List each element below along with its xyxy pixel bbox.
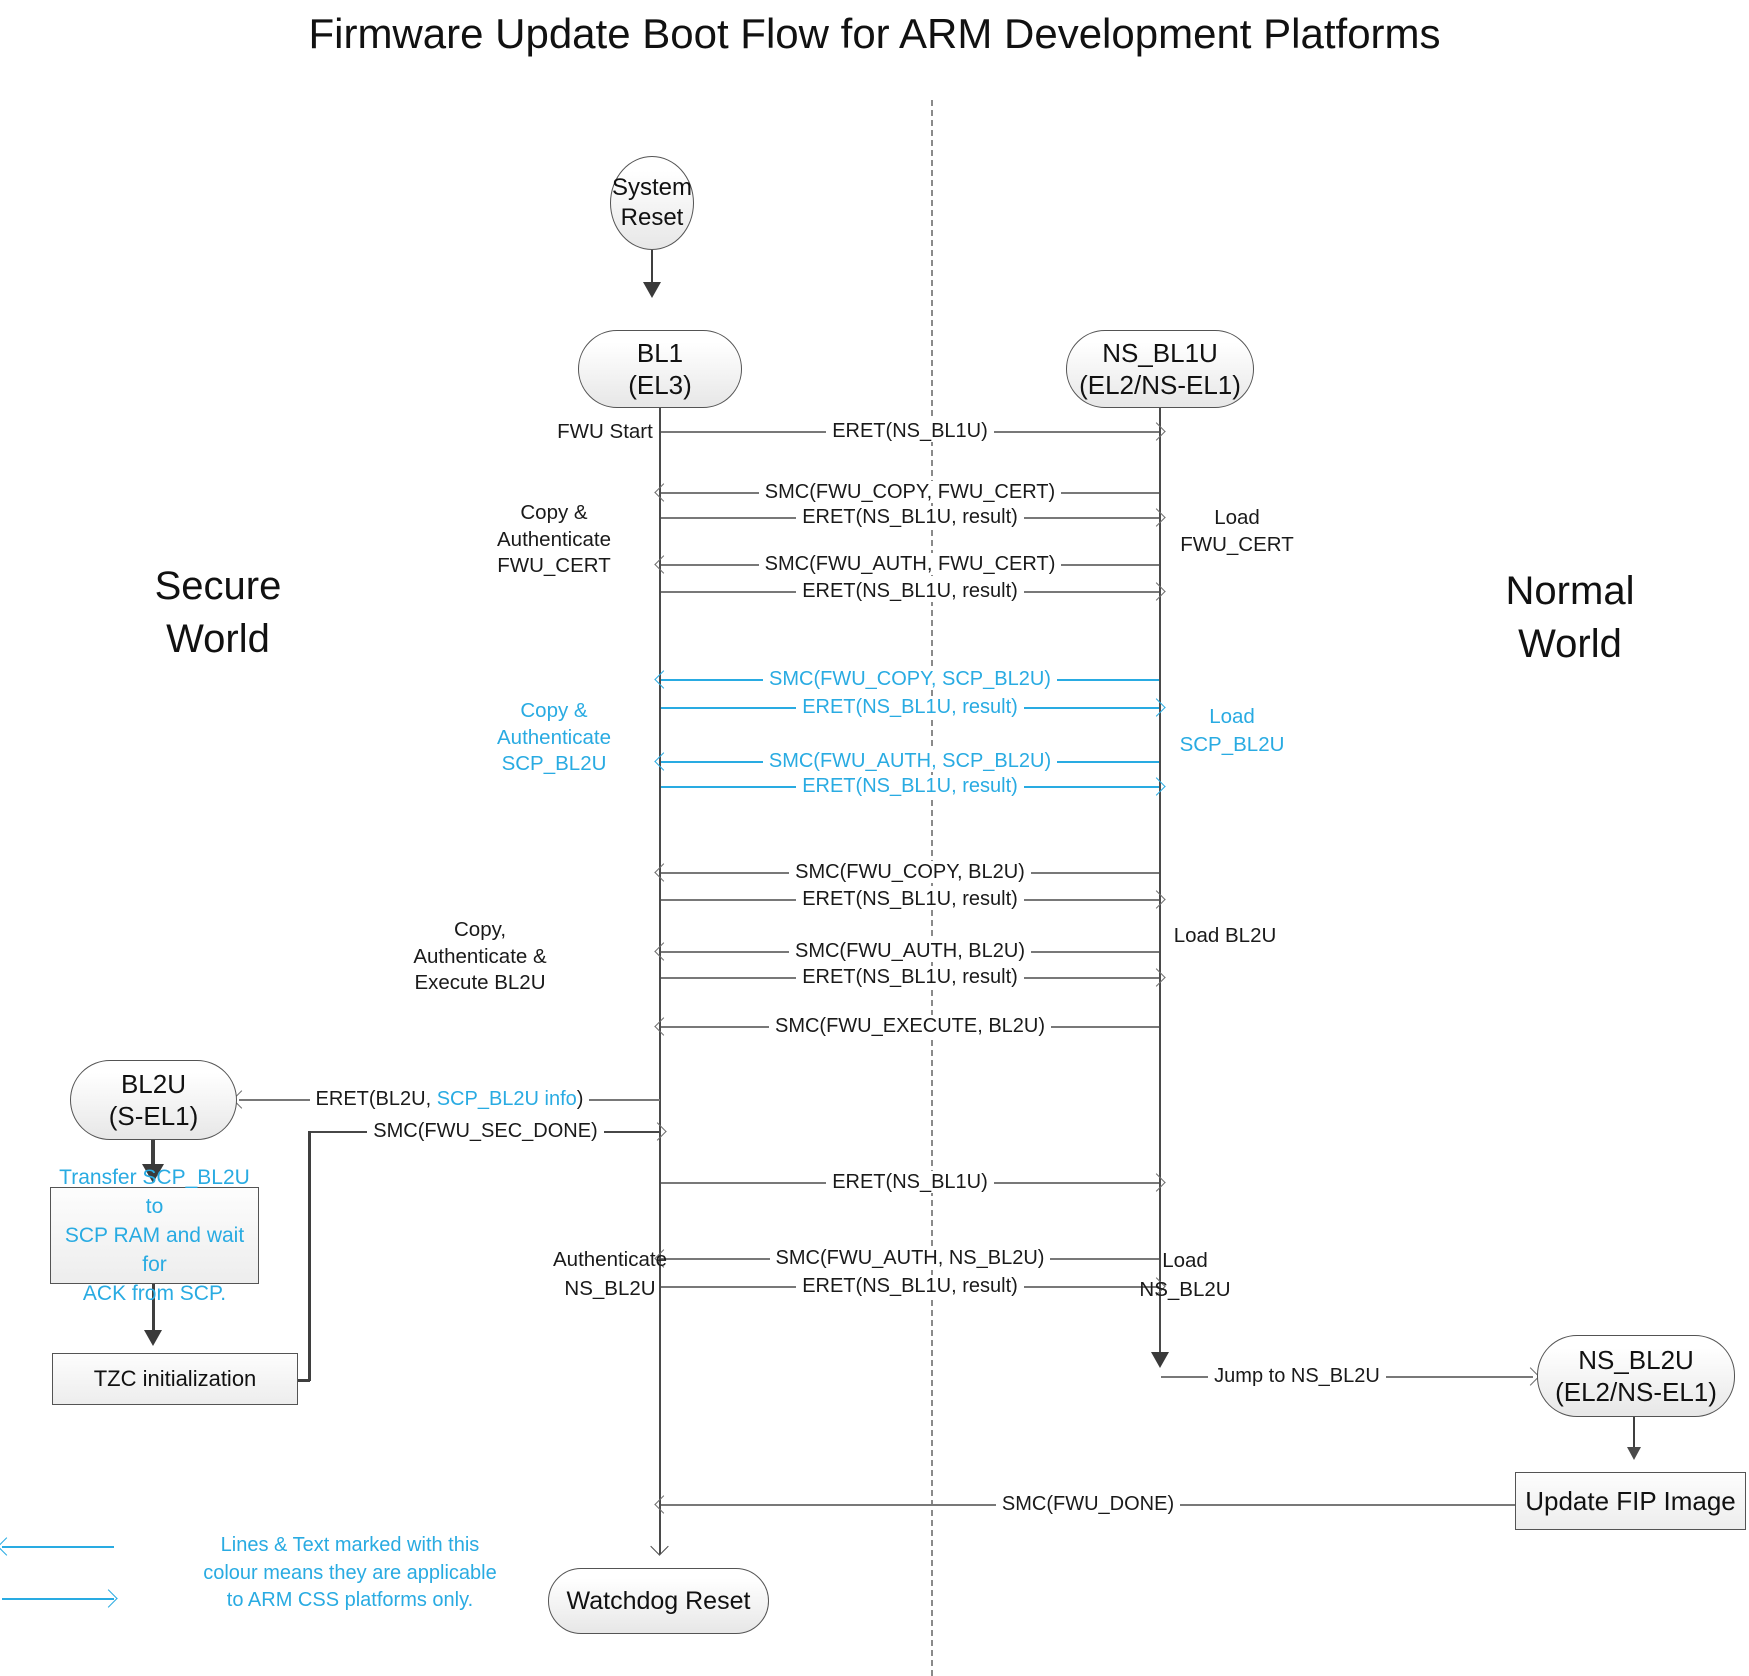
annotation-load-bl2u: Load BL2U bbox=[1173, 924, 1277, 947]
message-label: ERET(NS_BL1U, result) bbox=[661, 964, 1159, 990]
arrowhead-down-icon bbox=[643, 282, 661, 298]
eret-bl2u-label: ERET(BL2U, SCP_BL2U info) bbox=[239, 1086, 660, 1112]
annotation-copy-auth-scp-bl2u: Copy & Authenticate SCP_BL2U bbox=[497, 699, 611, 775]
node-ns-bl2u: NS_BL2U (EL2/NS-EL1) bbox=[1537, 1335, 1735, 1417]
message-label: ERET(NS_BL1U, result) bbox=[661, 886, 1159, 912]
message-label: SMC(FWU_EXECUTE, BL2U) bbox=[661, 1013, 1159, 1039]
transfer-scp-bl2u-box: Transfer SCP_BL2U to SCP RAM and wait fo… bbox=[50, 1166, 259, 1305]
tzc-return-connector-stub bbox=[297, 1379, 310, 1382]
annotation-load-ns-bl2u: Load NS_BL2U bbox=[1139, 1249, 1231, 1301]
arrowhead-down-icon bbox=[1627, 1447, 1641, 1460]
message-label: SMC(FWU_COPY, FWU_CERT) bbox=[661, 479, 1159, 505]
message-label: SMC(FWU_AUTH, FWU_CERT) bbox=[661, 551, 1159, 577]
message-label: ERET(NS_BL1U, result) bbox=[661, 694, 1159, 720]
legend-text: Lines & Text marked with this colour mea… bbox=[203, 1534, 497, 1611]
message-label: ERET(NS_BL1U, result) bbox=[661, 773, 1159, 799]
legend-arrow-left bbox=[2, 1546, 114, 1548]
system-reset-to-bl1-line bbox=[651, 250, 653, 286]
ns-bl2u-to-update-fip-line bbox=[1633, 1417, 1635, 1451]
message-label: ERET(NS_BL1U, result) bbox=[661, 578, 1159, 604]
annotation-fwu-start: FWU Start bbox=[557, 420, 653, 443]
smc-sec-done-label: SMC(FWU_SEC_DONE) bbox=[311, 1118, 660, 1144]
annotation-authenticate-ns-bl2u: Authenticate NS_BL2U bbox=[553, 1248, 667, 1300]
node-system-reset: System Reset bbox=[610, 156, 694, 250]
annotation-copy-auth-fwu-cert: Copy & Authenticate FWU_CERT bbox=[497, 501, 611, 577]
secure-world-label: Secure World bbox=[154, 564, 282, 661]
message-label: ERET(NS_BL1U) bbox=[661, 418, 1159, 444]
annotation-load-fwu-cert: Load FWU_CERT bbox=[1180, 506, 1294, 556]
message-label: SMC(FWU_COPY, BL2U) bbox=[661, 859, 1159, 885]
update-fip-image-box: Update FIP Image bbox=[1515, 1472, 1746, 1530]
arrowhead-down-icon bbox=[1151, 1352, 1169, 1368]
tzc-initialization-box: TZC initialization bbox=[52, 1353, 298, 1405]
message-label: SMC(FWU_COPY, SCP_BL2U) bbox=[661, 666, 1159, 692]
message-label: SMC(FWU_AUTH, BL2U) bbox=[661, 938, 1159, 964]
normal-world-label: Normal World bbox=[1505, 569, 1635, 666]
smc-fwu-done-label: SMC(FWU_DONE) bbox=[661, 1491, 1515, 1517]
node-bl1: BL1 (EL3) bbox=[578, 330, 742, 408]
message-label: ERET(NS_BL1U, result) bbox=[661, 504, 1159, 530]
message-label: SMC(FWU_AUTH, SCP_BL2U) bbox=[661, 748, 1159, 774]
bl1-lifeline bbox=[659, 408, 661, 1554]
node-watchdog-reset: Watchdog Reset bbox=[548, 1568, 769, 1634]
tzc-return-connector-vertical bbox=[308, 1131, 311, 1381]
message-label: SMC(FWU_AUTH, NS_BL2U) bbox=[661, 1245, 1159, 1271]
message-label: ERET(NS_BL1U, result) bbox=[661, 1273, 1159, 1299]
jump-to-ns-bl2u-label: Jump to NS_BL2U bbox=[1161, 1363, 1433, 1389]
arrowhead-down-icon bbox=[144, 1330, 162, 1346]
diagram-title: Firmware Update Boot Flow for ARM Develo… bbox=[308, 10, 1441, 57]
node-bl2u: BL2U (S-EL1) bbox=[70, 1060, 237, 1140]
node-ns-bl1u: NS_BL1U (EL2/NS-EL1) bbox=[1066, 330, 1254, 408]
annotation-copy-auth-exec-bl2u: Copy, Authenticate & Execute BL2U bbox=[413, 918, 547, 994]
transfer-to-tzc-line bbox=[152, 1284, 155, 1332]
legend-arrow-right bbox=[2, 1598, 114, 1600]
bl2u-to-transfer-line bbox=[151, 1140, 155, 1168]
message-label: ERET(NS_BL1U) bbox=[661, 1169, 1159, 1195]
ns-bl1u-lifeline bbox=[1159, 408, 1161, 1354]
annotation-load-scp-bl2u: Load SCP_BL2U bbox=[1179, 705, 1285, 756]
arrowhead-down-icon bbox=[142, 1164, 164, 1183]
